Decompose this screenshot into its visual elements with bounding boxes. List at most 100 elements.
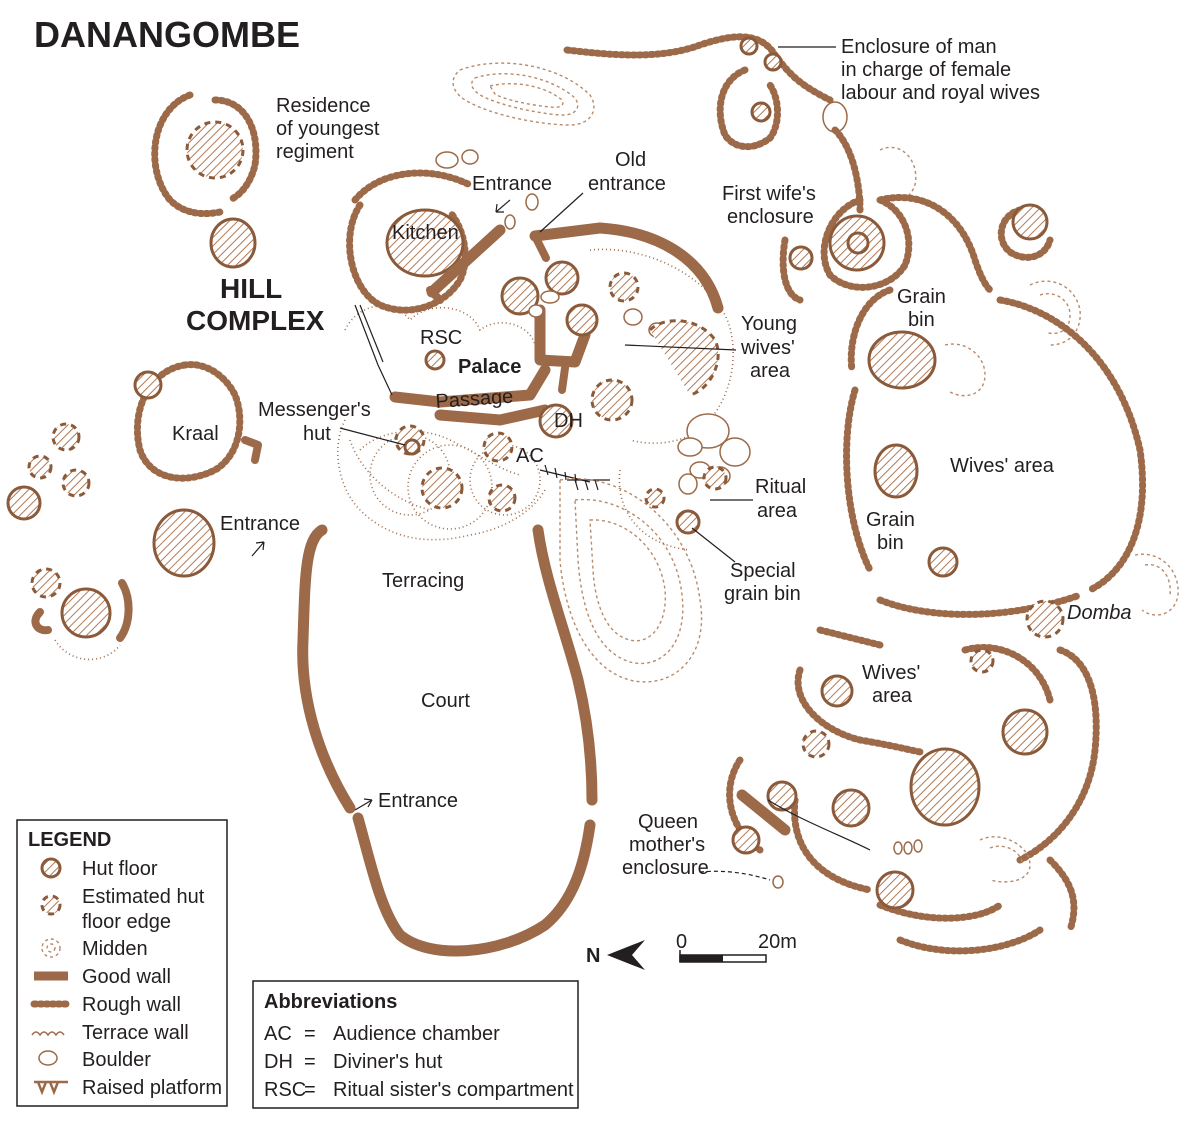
- legend-item-boulder: Boulder: [38, 1049, 151, 1071]
- svg-text:Rough wall: Rough wall: [82, 994, 181, 1016]
- svg-text:Grain: Grain: [866, 509, 915, 531]
- legend-item-raised-platform: Raised platform: [34, 1077, 222, 1099]
- legend-item-rough-wall: Rough wall: [30, 994, 181, 1016]
- special-grain-bin-label: Special grain bin: [724, 560, 801, 605]
- svg-text:=: =: [304, 1079, 316, 1101]
- special-grain-leader: [691, 527, 736, 563]
- abbr-ac: AC = Audience chamber: [264, 1023, 500, 1045]
- legend-item-midden: Midden: [41, 938, 148, 960]
- svg-text:area: area: [757, 500, 798, 522]
- svg-text:hut: hut: [303, 423, 331, 445]
- svg-text:Terrace wall: Terrace wall: [82, 1022, 189, 1044]
- abbreviations-box: Abbreviations AC = Audience chamber DH =…: [252, 980, 579, 1109]
- svg-text:enclosure: enclosure: [727, 206, 814, 228]
- legend-item-estimated-hut: Estimated hut floor edge: [40, 886, 205, 933]
- terracing-label: Terracing: [382, 570, 464, 592]
- svg-text:Queen: Queen: [638, 811, 698, 833]
- svg-text:labour and royal wives: labour and royal wives: [841, 82, 1040, 104]
- svg-text:20m: 20m: [758, 931, 797, 953]
- svg-text:0: 0: [676, 931, 687, 953]
- entrance-top-arrow: [495, 199, 511, 213]
- svg-text:bin: bin: [908, 309, 935, 331]
- svg-text:Messenger's: Messenger's: [258, 399, 371, 421]
- legend-item-terrace-wall: Terrace wall: [31, 1022, 189, 1044]
- old-entrance-leader: [539, 192, 584, 233]
- young-wives-label: Young wives' area: [740, 313, 797, 382]
- svg-text:Ritual: Ritual: [755, 476, 806, 498]
- legend-title: LEGEND: [28, 829, 111, 851]
- grain-bin-top-label: Grain bin: [897, 286, 946, 331]
- first-wife-label: First wife's enclosure: [722, 183, 816, 228]
- grain-bin-top: [867, 330, 937, 390]
- svg-text:regiment: regiment: [276, 141, 354, 163]
- entrance-left-label: Entrance: [220, 513, 300, 535]
- man-enclosure: [452, 33, 917, 214]
- svg-text:Boulder: Boulder: [82, 1049, 151, 1071]
- svg-text:N: N: [586, 945, 600, 967]
- wives-area-low-label: Wives' area: [862, 662, 920, 707]
- svg-text:Midden: Midden: [82, 938, 148, 960]
- svg-text:Enclosure of man: Enclosure of man: [841, 36, 997, 58]
- first-wife-enclosure: [779, 194, 1054, 304]
- svg-text:entrance: entrance: [588, 173, 666, 195]
- man-enclosure-label: Enclosure of man in charge of female lab…: [841, 36, 1040, 104]
- legend-item-good-wall: Good wall: [34, 966, 171, 988]
- svg-text:Special: Special: [730, 560, 796, 582]
- hill-complex: Kitchen: [337, 149, 734, 541]
- entrance-court-arrow: [354, 798, 373, 811]
- legend-item-hut-floor: Hut floor: [40, 857, 158, 880]
- grain-bin-mid-label: Grain bin: [866, 509, 915, 554]
- svg-text:in charge of female: in charge of female: [841, 59, 1011, 81]
- svg-text:Young: Young: [741, 313, 797, 335]
- svg-text:Estimated hut: Estimated hut: [82, 886, 205, 908]
- svg-text:Audience chamber: Audience chamber: [333, 1023, 500, 1045]
- queen-mother-label: Queen mother's enclosure: [622, 811, 709, 879]
- old-entrance-label: Old entrance: [588, 149, 666, 195]
- svg-text:Good wall: Good wall: [82, 966, 171, 988]
- kitchen-label: Kitchen: [392, 222, 459, 244]
- ritual-area: [618, 413, 751, 551]
- svg-text:of youngest: of youngest: [276, 118, 380, 140]
- scale-bar: 0 20m: [676, 931, 797, 963]
- svg-text:RSC: RSC: [264, 1079, 306, 1101]
- wives-area-enclosure: [843, 280, 1179, 639]
- passage-label: Passage: [435, 386, 514, 413]
- court-walls: [297, 524, 598, 957]
- svg-text:COMPLEX: COMPLEX: [186, 305, 325, 336]
- midden-large: [559, 478, 703, 683]
- dh-label: DH: [554, 410, 583, 432]
- abbr-dh: DH = Diviner's hut: [264, 1051, 443, 1073]
- svg-text:Hut floor: Hut floor: [82, 858, 158, 880]
- legend: LEGEND Hut floor Estimated hut floor edg…: [16, 819, 228, 1107]
- ac-label: AC: [516, 445, 544, 467]
- svg-text:HILL: HILL: [220, 273, 282, 304]
- hill-complex-label: HILL COMPLEX: [186, 273, 325, 336]
- svg-text:bin: bin: [877, 532, 904, 554]
- svg-text:DH: DH: [264, 1051, 293, 1073]
- grain-bin-mid: [873, 443, 919, 499]
- svg-text:Old: Old: [615, 149, 646, 171]
- svg-text:Raised platform: Raised platform: [82, 1077, 222, 1099]
- svg-text:area: area: [872, 685, 913, 707]
- ritual-area-label: Ritual area: [755, 476, 806, 522]
- messenger-leader: [339, 427, 406, 446]
- kitchen-hut: [385, 208, 465, 278]
- svg-text:area: area: [750, 360, 791, 382]
- svg-text:floor edge: floor edge: [82, 911, 171, 933]
- palace-label: Palace: [458, 356, 521, 378]
- svg-text:=: =: [304, 1051, 316, 1073]
- svg-text:Residence: Residence: [276, 95, 371, 117]
- young-wives-leader: [624, 344, 737, 351]
- svg-text:Wives': Wives': [862, 662, 920, 684]
- lower-right-complex: [699, 626, 1100, 955]
- court-label: Court: [421, 690, 470, 712]
- entrance-top-label: Entrance: [472, 173, 552, 195]
- hut-estimated: [185, 120, 245, 180]
- svg-text:First wife's: First wife's: [722, 183, 816, 205]
- svg-text:Ritual sister's compartment: Ritual sister's compartment: [333, 1079, 574, 1101]
- abbreviations-title: Abbreviations: [264, 991, 397, 1013]
- entrance-left-arrow: [251, 541, 265, 557]
- entrance-court-label: Entrance: [378, 790, 458, 812]
- abbr-rsc: RSC = Ritual sister's compartment: [264, 1079, 574, 1101]
